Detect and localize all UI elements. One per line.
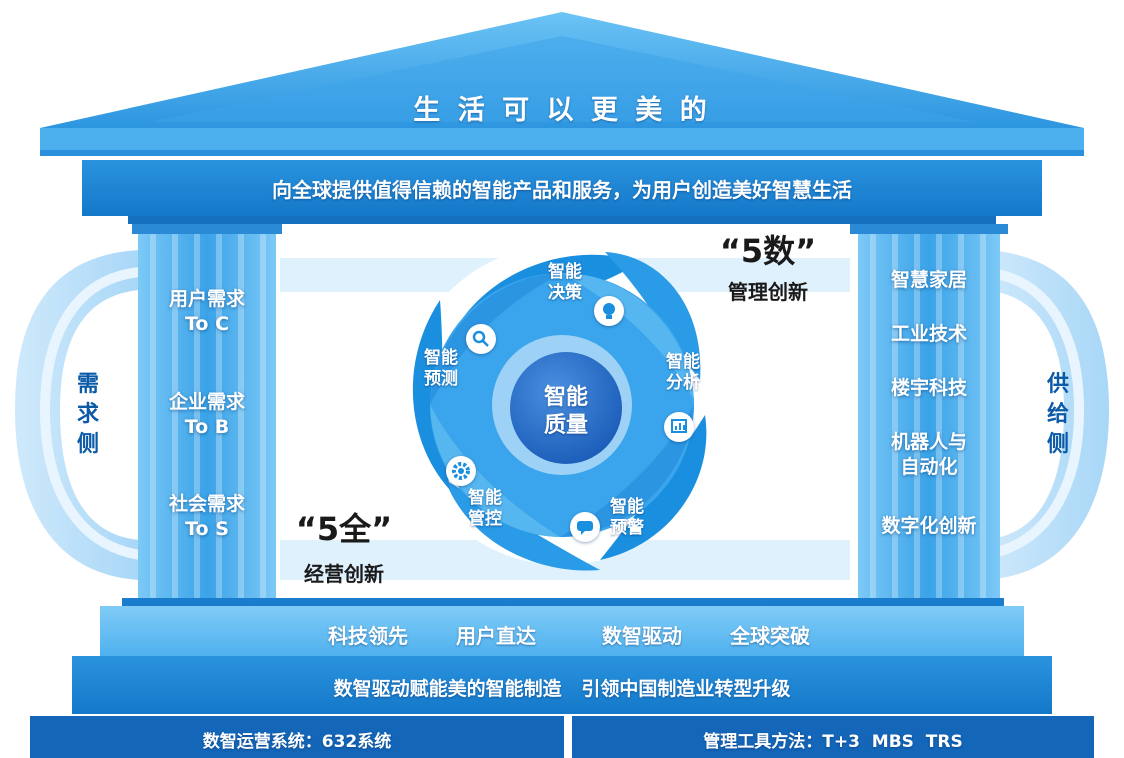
footer-management-tools: 管理工具方法：T+3 MBS TRS (703, 732, 963, 752)
supply-arc (984, 250, 1109, 580)
roof-title: 生 活 可 以 更 美 的 (413, 95, 711, 126)
pillar-item-digital-innovation: 数字化创新 (881, 515, 977, 537)
value-digital-driven: 数智驱动 (602, 624, 682, 648)
pillar-item-robotics: 机器人与 自动化 (890, 431, 967, 478)
pillar-item-to-c: 用户需求 To C (168, 288, 245, 335)
pillar-item-smart-home: 智慧家居 (890, 269, 967, 291)
five-shu-title: “5数” (719, 232, 817, 270)
five-quan-title: “5全” (295, 510, 393, 548)
value-global-breakthrough: 全球突破 (730, 624, 810, 648)
five-shu-subtitle: 管理创新 (728, 280, 808, 304)
gear-icon (446, 456, 476, 486)
base-slogan: 数智驱动赋能美的智能制造 引领中国制造业转型升级 (333, 678, 791, 700)
mission-statement: 向全球提供值得信赖的智能产品和服务，为用户创造美好智慧生活 (272, 178, 852, 202)
five-quan-subtitle: 经营创新 (304, 562, 384, 586)
petal-label-analysis: 智能 分析 (666, 352, 700, 393)
chat-bubble-icon (570, 512, 600, 542)
value-direct-to-user: 用户直达 (456, 624, 536, 648)
pillar-item-building-tech: 楼宇科技 (890, 377, 967, 399)
demand-arc (15, 250, 140, 580)
pillar-item-to-s: 社会需求 To S (168, 493, 245, 540)
demand-side-label: 需 求 侧 (76, 372, 99, 457)
wheel-center-label: 智能 质量 (543, 385, 588, 438)
lightbulb-icon (594, 296, 624, 326)
petal-label-forecast: 智能 预测 (424, 348, 458, 389)
supply-side-label: 供 给 侧 (1046, 372, 1069, 457)
pillar-item-industrial-tech: 工业技术 (890, 323, 967, 345)
petal-label-decision: 智能 决策 (548, 262, 582, 303)
chart-board-icon (664, 412, 694, 442)
footer-operating-system: 数智运营系统：632系统 (202, 732, 392, 752)
petal-label-warning: 智能 预警 (610, 497, 644, 538)
pillar-item-to-b: 企业需求 To B (168, 391, 245, 438)
petal-label-control: 智能 管控 (468, 488, 502, 529)
search-icon (466, 324, 496, 354)
value-tech-leadership: 科技领先 (328, 624, 408, 648)
